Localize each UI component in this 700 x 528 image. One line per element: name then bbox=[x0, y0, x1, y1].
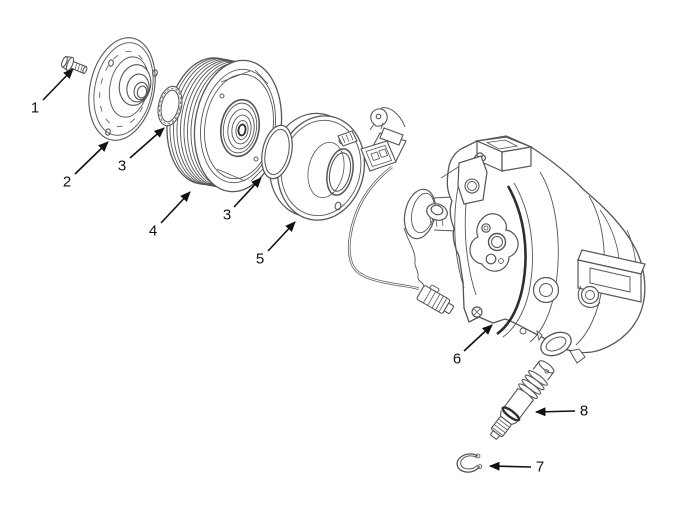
callout-text: 4 bbox=[148, 222, 158, 240]
callout-label-3b: 3 bbox=[223, 208, 231, 223]
callout-label-8: 8 bbox=[580, 404, 588, 419]
arrow-5 bbox=[267, 221, 296, 252]
coil-clamp bbox=[337, 130, 358, 147]
valve-port bbox=[536, 329, 572, 357]
ring-drawing bbox=[261, 124, 293, 180]
compressor-manifold-lug bbox=[469, 213, 519, 272]
field-coil-drawing bbox=[268, 107, 406, 221]
coil-mount-tab bbox=[369, 108, 388, 131]
compressor-drawing bbox=[403, 135, 646, 364]
coil-connector bbox=[360, 127, 407, 172]
callout-text: 3 bbox=[222, 206, 232, 224]
arrow-3b bbox=[233, 177, 262, 208]
callout-text: 3 bbox=[117, 157, 127, 175]
arrow-8 bbox=[535, 407, 576, 417]
arrow-6 bbox=[463, 324, 493, 352]
callout-text: 1 bbox=[30, 99, 40, 117]
coil-lead-wire bbox=[347, 165, 455, 315]
callout-label-5: 5 bbox=[256, 252, 264, 267]
compressor-rear-rail bbox=[577, 249, 646, 308]
callout-label-3a: 3 bbox=[118, 159, 126, 174]
compressor-top-bracket bbox=[440, 136, 534, 205]
callout-label-1: 1 bbox=[31, 101, 39, 116]
bolt-drawing bbox=[60, 56, 88, 75]
arrow-7 bbox=[489, 461, 532, 471]
shim-drawing bbox=[157, 85, 183, 127]
callout-text: 8 bbox=[579, 402, 589, 420]
snap-ring-drawing bbox=[456, 453, 483, 473]
wire-terminal bbox=[416, 284, 455, 315]
callout-text: 5 bbox=[255, 250, 265, 268]
callout-label-6: 6 bbox=[453, 352, 461, 367]
clutch-plate-drawing bbox=[88, 37, 158, 141]
callout-text: 7 bbox=[535, 458, 545, 476]
arrow-2 bbox=[74, 141, 109, 175]
control-valve-drawing bbox=[490, 360, 555, 440]
callout-label-4: 4 bbox=[149, 224, 157, 239]
callout-label-7: 7 bbox=[536, 460, 544, 475]
callout-arrows bbox=[42, 68, 576, 471]
callout-text: 6 bbox=[452, 350, 462, 368]
arrow-1 bbox=[42, 68, 74, 101]
arrow-4 bbox=[160, 191, 191, 224]
callout-label-2: 2 bbox=[63, 175, 71, 190]
arrow-3a bbox=[129, 127, 165, 159]
callout-text: 2 bbox=[62, 173, 72, 191]
